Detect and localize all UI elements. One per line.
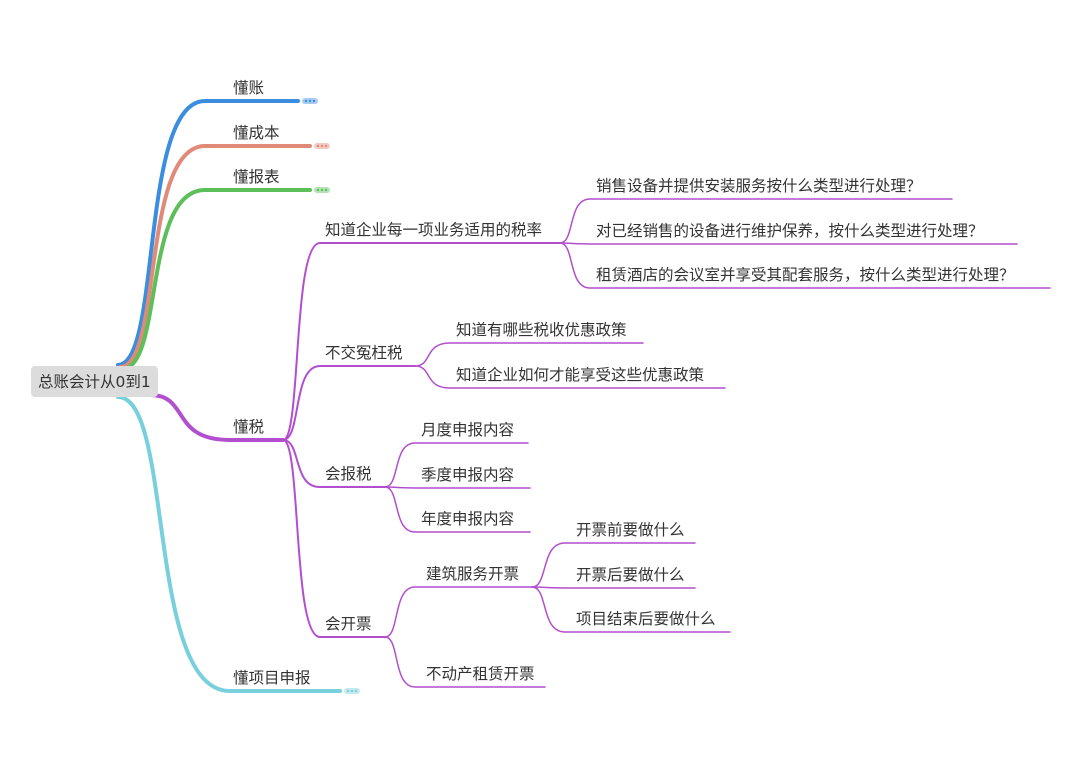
- jianzhu-1-connector: [531, 586, 696, 589]
- shuilv-0-connector: [559, 198, 953, 244]
- dot-icon: [316, 188, 320, 192]
- dot-icon: [324, 144, 328, 148]
- baoshui-2-connector: [384, 486, 531, 533]
- dot-icon: [308, 99, 312, 103]
- baoshui-connector: [282, 439, 386, 488]
- yuanwang-connector: [282, 365, 416, 441]
- jianzhu-2-connector: [531, 586, 731, 633]
- shuilv-connector: [282, 242, 561, 441]
- node-kaipiao[interactable]: 会开票: [325, 615, 372, 633]
- node-yuanwang[interactable]: 不交冤枉税: [325, 344, 403, 362]
- dot-icon: [320, 188, 324, 192]
- dot-icon: [346, 689, 350, 693]
- leaf-shuilv-2[interactable]: 租赁酒店的会议室并享受其配套服务，按什么类型进行处理？: [596, 266, 1015, 284]
- branch-dongshui[interactable]: 懂税: [233, 418, 264, 436]
- node-jianzhu[interactable]: 建筑服务开票: [426, 565, 519, 583]
- kaipiao-connector: [282, 439, 386, 638]
- shuilv-2-connector: [559, 242, 1051, 289]
- branch-xiangmu[interactable]: 懂项目申报: [233, 669, 311, 687]
- root-node[interactable]: [31, 366, 158, 397]
- jianzhu-connector: [384, 586, 533, 638]
- dot-icon: [324, 188, 328, 192]
- leaf-jianzhu-1[interactable]: 开票后要做什么: [576, 566, 685, 584]
- leaf-jianzhu-0[interactable]: 开票前要做什么: [576, 521, 685, 539]
- node-budongchan[interactable]: 不动产租赁开票: [426, 665, 535, 683]
- dot-icon: [304, 99, 308, 103]
- branch-dongbaobiao[interactable]: 懂报表: [233, 168, 280, 186]
- dongshui-connector: [148, 393, 285, 442]
- dot-icon: [320, 144, 324, 148]
- baoshui-1-connector: [384, 486, 531, 489]
- jianzhu-0-connector: [531, 542, 696, 588]
- leaf-shuilv-1[interactable]: 对已经销售的设备进行维护保养，按什么类型进行处理？: [596, 222, 984, 240]
- leaf-shuilv-0[interactable]: 销售设备并提供安装服务按什么类型进行处理？: [596, 177, 922, 195]
- yuanwang-1-connector: [414, 365, 726, 389]
- yuanwang-0-connector: [414, 342, 644, 367]
- dot-icon: [350, 689, 354, 693]
- branch-dongchengben[interactable]: 懂成本: [233, 124, 280, 142]
- node-shuilv[interactable]: 知道企业每一项业务适用的税率: [325, 221, 542, 239]
- dot-icon: [316, 144, 320, 148]
- leaf-yuanwang-1[interactable]: 知道企业如何才能享受这些优惠政策: [456, 366, 704, 384]
- xiangmu-connector: [116, 395, 342, 693]
- leaf-yuanwang-0[interactable]: 知道有哪些税收优惠政策: [456, 321, 627, 339]
- baoshui-0-connector: [384, 442, 529, 488]
- dongzhang-connector: [116, 99, 300, 367]
- shuilv-1-connector: [559, 242, 1018, 245]
- branch-dongzhang[interactable]: 懂账: [233, 79, 264, 97]
- root-label: 总账会计从0到1: [38, 373, 151, 391]
- leaf-jianzhu-2[interactable]: 项目结束后要做什么: [576, 610, 716, 628]
- leaf-baoshui-2[interactable]: 年度申报内容: [421, 510, 514, 528]
- dongbaobiao-connector: [120, 188, 312, 371]
- leaf-baoshui-1[interactable]: 季度申报内容: [421, 466, 514, 484]
- dongchengben-connector: [118, 144, 312, 369]
- leaf-baoshui-0[interactable]: 月度申报内容: [421, 421, 514, 439]
- node-baoshui[interactable]: 会报税: [325, 465, 372, 483]
- dot-icon: [354, 689, 358, 693]
- dot-icon: [312, 99, 316, 103]
- budongchan-connector: [384, 636, 546, 688]
